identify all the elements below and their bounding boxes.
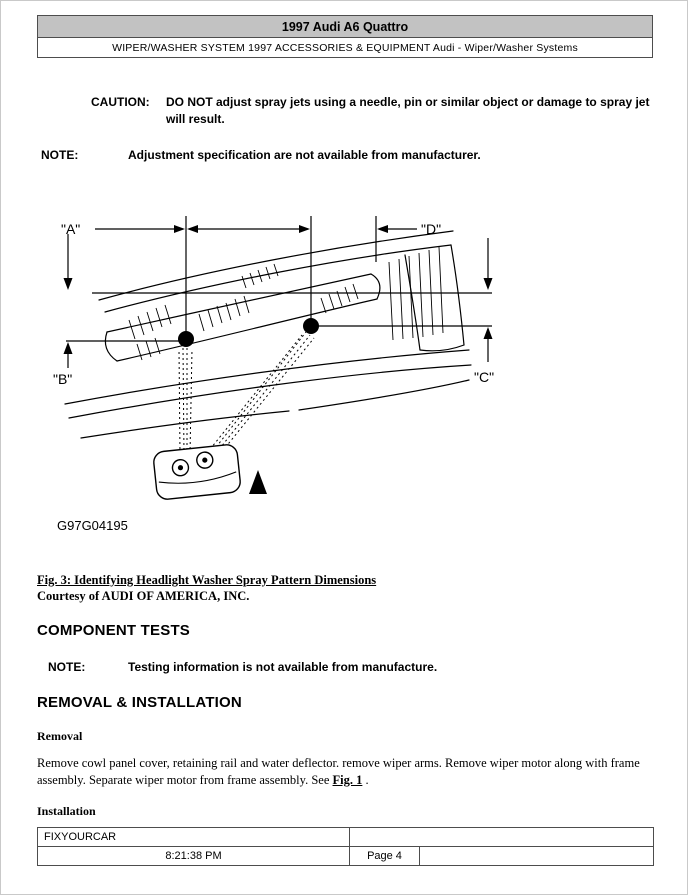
page-title: 1997 Audi A6 Quattro xyxy=(38,16,652,38)
removal-subheading: Removal xyxy=(37,729,83,743)
note-text: Testing information is not available fro… xyxy=(128,660,438,674)
figure-diagram: "A" "D" "B" "C" G97G04195 xyxy=(53,216,494,533)
car-body-outline xyxy=(64,230,472,439)
dimension-arrowheads xyxy=(63,225,493,354)
figure-caption-title: Fig. 3: Identifying Headlight Washer Spr… xyxy=(37,573,377,587)
status-empty-top xyxy=(349,827,654,847)
fig-1-link[interactable]: Fig. 1 xyxy=(332,772,363,787)
figure-code: G97G04195 xyxy=(57,518,128,533)
status-empty-bottom xyxy=(419,846,654,866)
note-label: NOTE: xyxy=(48,660,86,674)
caution-block: CAUTION: DO NOT adjust spray jets using … xyxy=(91,94,666,128)
washer-nozzle xyxy=(153,444,241,500)
removal-text: Remove cowl panel cover, retaining rail … xyxy=(37,756,640,787)
figure-caption: Fig. 3: Identifying Headlight Washer Spr… xyxy=(37,572,376,604)
note-block-adjustment: NOTE: Adjustment specification are not a… xyxy=(41,147,481,164)
note-block-testing: NOTE: Testing information is not availab… xyxy=(48,659,437,676)
caution-text: DO NOT adjust spray jets using a needle,… xyxy=(166,95,650,126)
dimension-label-c: "C" xyxy=(474,369,494,385)
dimension-label-a: "A" xyxy=(61,221,80,237)
status-bar: FIXYOURCAR 8:21:38 PM Page 4 xyxy=(37,827,654,866)
status-time: 8:21:38 PM xyxy=(37,846,350,866)
up-arrow-icon xyxy=(249,470,267,494)
hatching xyxy=(128,246,444,361)
document-header: 1997 Audi A6 Quattro WIPER/WASHER SYSTEM… xyxy=(37,15,653,58)
removal-paragraph: Remove cowl panel cover, retaining rail … xyxy=(37,755,657,788)
caution-label: CAUTION: xyxy=(91,95,150,109)
spray-lines xyxy=(178,331,315,460)
status-page: Page 4 xyxy=(349,846,420,866)
figure-caption-courtesy: Courtesy of AUDI OF AMERICA, INC. xyxy=(37,589,250,603)
status-app-name: FIXYOURCAR xyxy=(37,827,350,847)
dimension-label-d: "D" xyxy=(421,221,441,237)
figure-labels: "A" "D" "B" "C" G97G04195 xyxy=(53,221,494,533)
page-subtitle: WIPER/WASHER SYSTEM 1997 ACCESSORIES & E… xyxy=(38,38,652,57)
note-text: Adjustment specification are not availab… xyxy=(128,148,481,162)
component-tests-heading: COMPONENT TESTS xyxy=(37,622,191,639)
dimension-label-b: "B" xyxy=(53,371,72,387)
removal-text-after: . xyxy=(362,772,369,787)
note-label: NOTE: xyxy=(41,148,79,162)
installation-subheading: Installation xyxy=(37,804,96,818)
spray-target-dots xyxy=(178,318,319,347)
removal-installation-heading: REMOVAL & INSTALLATION xyxy=(37,694,242,711)
